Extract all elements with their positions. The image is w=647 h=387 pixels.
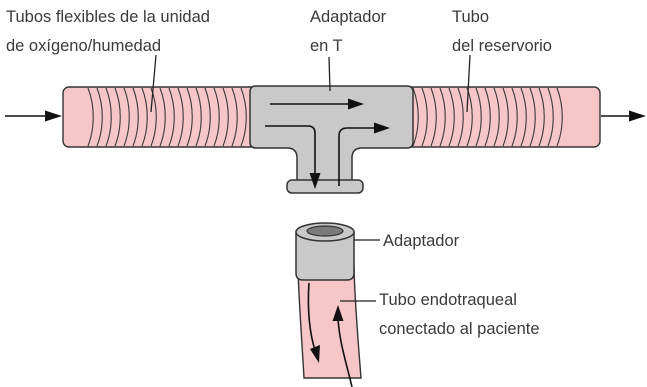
label-tee-adapter-line2: en T (310, 37, 343, 55)
endotracheal-tube (297, 267, 362, 387)
tube-rib (105, 87, 112, 147)
tube-rib (511, 87, 518, 147)
tube-rib (538, 87, 545, 147)
tube-rib (502, 87, 509, 147)
reservoir-tubing (394, 86, 601, 148)
tube-rib (96, 87, 103, 147)
tee-flow-arrows (265, 98, 390, 189)
leader-lines (150, 54, 471, 302)
tube-rib (412, 87, 419, 147)
tube-rib (141, 87, 148, 147)
inlet-arrow (5, 110, 62, 122)
tube-rib (457, 87, 464, 147)
tube-rib (114, 87, 121, 147)
label-endotracheal-line1: Tubo endotraqueal (379, 291, 517, 309)
label-reservoir-line2: del reservorio (452, 37, 552, 55)
tube-rib (448, 87, 455, 147)
tube-rib (430, 87, 437, 147)
tube-rib (439, 87, 446, 147)
tube-rib (520, 87, 527, 147)
tube-rib (484, 87, 491, 147)
label-adapter: Adaptador (383, 232, 460, 250)
tube-rib (529, 87, 536, 147)
tube-rib (177, 87, 184, 147)
tube-rib (186, 87, 193, 147)
outlet-arrow (601, 110, 646, 122)
label-oxygen-tubing-line1: Tubos flexibles de la unidad (6, 8, 210, 26)
tube-rib (123, 87, 130, 147)
tube-rib (213, 87, 220, 147)
label-tee-adapter-line1: Adaptador (310, 8, 387, 26)
tube-rib (556, 87, 563, 147)
tube-rib (159, 87, 166, 147)
tube-rib (87, 87, 94, 147)
tee-adapter (249, 85, 414, 194)
tube-rib (168, 87, 175, 147)
oxygen-flexible-tubing (62, 86, 279, 148)
label-oxygen-tubing-line2: de oxígeno/humedad (6, 37, 161, 55)
tube-rib (475, 87, 482, 147)
tube-rib (132, 87, 139, 147)
tube-rib (421, 87, 428, 147)
label-reservoir-line1: Tubo (452, 8, 489, 26)
tube-rib (222, 87, 229, 147)
adapter-connector (295, 222, 355, 281)
tube-rib (547, 87, 554, 147)
label-endotracheal-line2: conectado al paciente (379, 320, 540, 338)
tube-rib (240, 87, 247, 147)
tube-rib (231, 87, 238, 147)
tube-rib (204, 87, 211, 147)
tube-rib (195, 87, 202, 147)
tube-rib (493, 87, 500, 147)
